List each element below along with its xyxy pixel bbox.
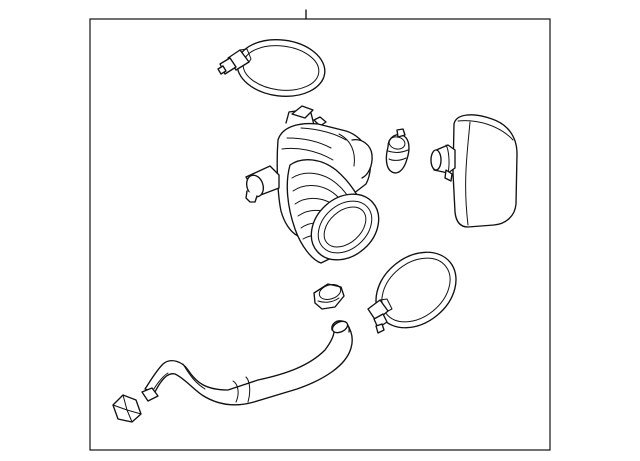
diagram-frame	[89, 18, 551, 451]
small-grommet	[313, 283, 345, 310]
air-intake-hose-assembly	[245, 105, 380, 264]
breather-hose-end-cap	[112, 394, 142, 423]
lower-hose-clamp	[367, 251, 457, 334]
resonator-chamber	[430, 114, 518, 228]
small-plug-cap	[385, 128, 410, 174]
upper-hose-clamp	[217, 39, 326, 97]
breather-hose	[141, 320, 353, 406]
